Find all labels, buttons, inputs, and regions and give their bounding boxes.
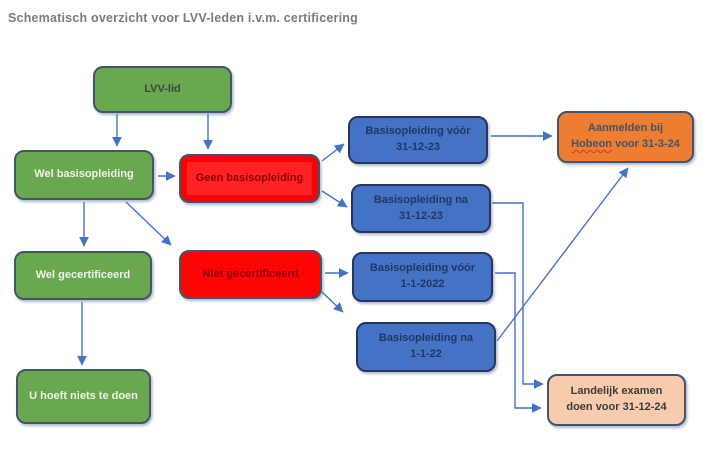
arrow-voor112022-to-landelijkexamen: [495, 272, 542, 413]
node-basisopleiding-voor-31-12-23-line1: Basisopleiding vóór: [365, 125, 471, 138]
node-basisopleiding-voor-1-1-2022: Basisopleiding vóór 1-1-2022: [352, 252, 493, 302]
node-basisopleiding-na-1-1-22: Basisopleiding na 1-1-22: [356, 322, 496, 372]
node-geen-basisopleiding: Geen basisopleiding: [179, 154, 320, 203]
node-u-hoeft-niets-te-doen: U hoeft niets te doen: [16, 369, 151, 424]
arrow-geenbasis-to-na311223: [321, 190, 348, 208]
node-niet-gecertificeerd: Niet gecertificeerd: [179, 250, 322, 299]
node-basisopleiding-na-31-12-23-line2: 31-12-23: [398, 209, 444, 222]
node-wel-basisopleiding: Wel basisopleiding: [14, 150, 154, 200]
diagram-title: Schematisch overzicht voor LVV-leden i.v…: [8, 11, 358, 25]
node-aanmelden-bij-hobeon: Aanmelden bij Hobeon voor 31-3-24: [557, 111, 694, 163]
node-lvv-lid: LVV-lid: [93, 66, 232, 113]
node-wel-basisopleiding-label: Wel basisopleiding: [34, 168, 134, 181]
node-aanmelden-line1: Aanmelden bij: [587, 122, 664, 135]
node-landelijk-examen-line2: doen voor 31-12-24: [566, 401, 667, 413]
node-lvv-lid-label: LVV-lid: [144, 82, 181, 95]
hobeon-word-spellcheck: Hobeon: [571, 138, 613, 150]
node-basisopleiding-na-1-1-22-line2: 1-1-22: [410, 348, 442, 360]
node-niet-gecertificeerd-label: Niet gecertificeerd: [202, 267, 299, 280]
arrow-welbasis-to-nietgecertificeerd: [125, 201, 172, 246]
node-basisopleiding-na-1-1-22-line1: Basisopleiding na: [378, 332, 474, 345]
arrow-na311223-to-landelijkexamen: [492, 202, 544, 389]
node-geen-basisopleiding-label: Geen basisopleiding: [195, 171, 304, 184]
node-basisopleiding-na-31-12-23-line1: Basisopleiding na: [373, 193, 469, 206]
arrow-nietgecert-to-na1122: [321, 291, 344, 313]
node-basisopleiding-voor-31-12-23-line2: 31-12-23: [395, 141, 441, 153]
node-aanmelden-line2: Hobeon voor 31-3-24: [571, 137, 680, 153]
arrow-geenbasis-to-voor311223: [321, 143, 345, 162]
node-wel-gecertificeerd: Wel gecertificeerd: [14, 251, 152, 300]
node-landelijk-examen: Landelijk examen doen voor 31-12-24: [547, 374, 686, 426]
node-basisopleiding-voor-1-1-2022-line1: Basisopleiding vóór: [369, 262, 476, 275]
node-landelijk-examen-line1: Landelijk examen: [570, 385, 663, 398]
node-basisopleiding-voor-1-1-2022-line2: 1-1-2022: [400, 278, 445, 290]
arrow-na1122-to-aanmelden: [496, 167, 629, 342]
node-basisopleiding-voor-31-12-23: Basisopleiding vóór 31-12-23: [348, 116, 488, 164]
node-basisopleiding-na-31-12-23: Basisopleiding na 31-12-23: [351, 184, 491, 233]
node-wel-gecertificeerd-label: Wel gecertificeerd: [35, 268, 131, 281]
node-aanmelden-line2-rest: voor 31-3-24: [612, 138, 680, 150]
node-u-hoeft-niets-label: U hoeft niets te doen: [29, 389, 138, 402]
